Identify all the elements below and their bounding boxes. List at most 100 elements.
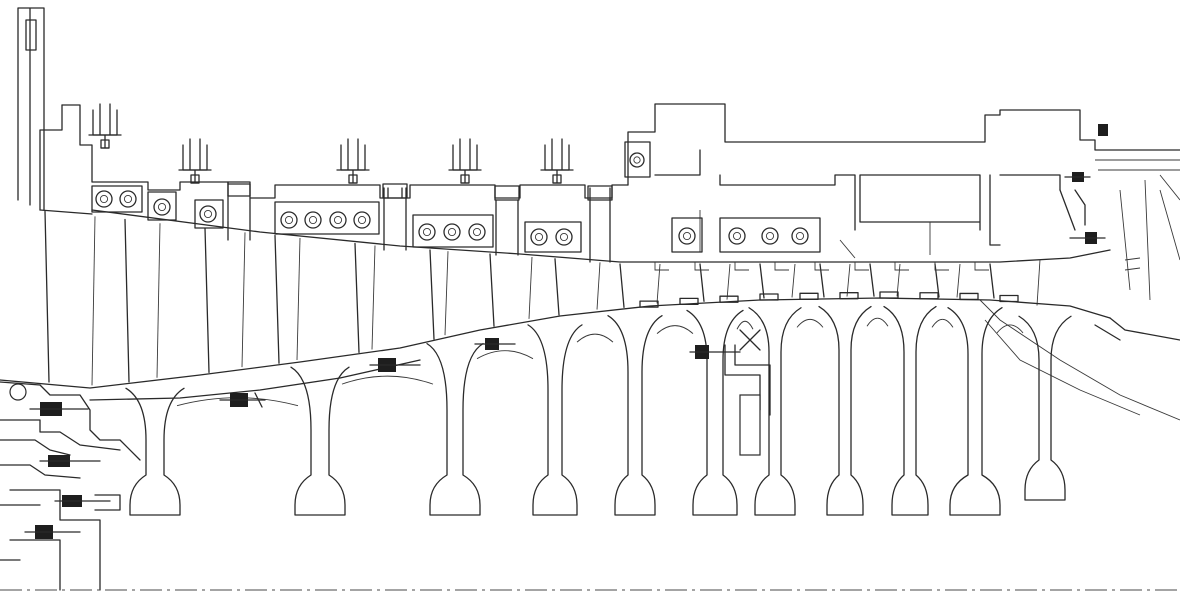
bolt-circle-13: [555, 228, 573, 246]
tip-seal-855: [854, 262, 869, 271]
bolt-group-7: [671, 217, 703, 253]
bolt-circle-4: [199, 205, 217, 223]
bolt-group-8: [719, 217, 821, 253]
tip-seal-775: [774, 262, 789, 271]
bolt-group-5: [412, 214, 494, 248]
flange-bolt-b: [369, 358, 421, 372]
rotor-hub: [0, 297, 1180, 421]
outlet-bolts: [1059, 124, 1180, 301]
bolt-circle-8: [353, 211, 371, 229]
blade-13: [489, 253, 495, 327]
disk-spacer-5: [656, 325, 694, 334]
blade-11: [429, 249, 435, 340]
disk-spacer-2: [341, 375, 434, 385]
blade-21: [759, 263, 765, 299]
rotor-disk-5: [607, 315, 663, 516]
bolt-circle-1: [95, 190, 113, 208]
bolt-circle-3: [153, 198, 171, 216]
tip-seal-735: [734, 262, 749, 271]
blade-2: [91, 216, 96, 386]
rotor-disk-3: [426, 342, 484, 516]
blade-16: [596, 262, 601, 310]
disk-spacer-9: [931, 318, 954, 328]
bolt-circle-14: [678, 227, 696, 245]
actuator-bracket-1: [88, 103, 122, 149]
blade-8: [296, 237, 301, 361]
tip-seal-895: [894, 262, 909, 271]
blade-12: [444, 251, 449, 336]
bolt-circle-10: [443, 223, 461, 241]
blade-6: [241, 232, 246, 368]
blade-rows: [44, 210, 1041, 386]
rotor-disk-4: [527, 324, 583, 516]
disk-spacer-6: [736, 320, 754, 330]
blade-24: [846, 263, 851, 297]
blade-18: [656, 263, 661, 304]
rotor-disk-9: [883, 305, 937, 516]
actuator-bracket-4: [448, 138, 482, 184]
flange-bolt-a: [219, 392, 266, 408]
rotor-disk-7: [748, 307, 802, 516]
bolt-circle-2: [119, 190, 137, 208]
actuator-bracket-3: [336, 138, 370, 184]
bolt-circle-18: [629, 152, 645, 168]
rotor-disks: [125, 305, 1072, 516]
rotor-disk-1: [125, 387, 185, 516]
blade-15: [554, 258, 560, 316]
actuator-bracket-2: [178, 138, 212, 184]
blade-25: [869, 263, 875, 297]
blade-10: [371, 245, 376, 350]
blade-4: [156, 223, 161, 378]
bolt-circle-7: [329, 211, 347, 229]
bolt-group-6: [524, 221, 582, 253]
disk-spacer-10: [996, 324, 1024, 334]
bolt-group-3: [194, 199, 224, 229]
stator-posts: [227, 181, 613, 263]
blade-7: [274, 234, 280, 364]
tip-seal-935: [934, 262, 949, 271]
bolt-circle-5: [280, 211, 298, 229]
bolt-circle-16: [761, 227, 779, 245]
vane-actuator-brackets: [88, 103, 574, 184]
blade-3: [124, 218, 130, 383]
blade-14: [528, 256, 533, 319]
blade-1: [44, 210, 50, 383]
bolt-circles: [95, 152, 809, 246]
blade-17: [619, 263, 625, 308]
actuator-bracket-5: [540, 138, 574, 184]
blade-23: [819, 263, 825, 298]
stator-bolt-groups: [91, 141, 821, 253]
bolt-circle-12: [530, 228, 548, 246]
blade-20: [726, 263, 731, 300]
bolt-circle-15: [728, 227, 746, 245]
disk-spacer-7: [796, 318, 824, 328]
rotor-disk-6: [686, 309, 744, 516]
disk-spacer-3: [476, 350, 534, 360]
bolt-group-9: [624, 141, 651, 178]
tip-seal-695: [694, 262, 709, 271]
blade-28: [956, 263, 961, 298]
hub-seal-640: [639, 300, 659, 308]
disk-flange-bolts: [219, 329, 771, 456]
blade-26: [896, 263, 901, 297]
tip-seal-975: [974, 262, 989, 271]
left-bearing-assembly: [0, 381, 141, 591]
bolt-group-4: [274, 201, 380, 235]
rotor-disk-10: [947, 307, 1003, 516]
hub-seal-680: [679, 297, 699, 306]
bolt-circle-17: [791, 227, 809, 245]
hub-seal-720: [719, 295, 739, 303]
blade-30: [1036, 259, 1041, 306]
blade-9: [354, 242, 360, 353]
blade-22: [791, 263, 796, 298]
hub-seal-920: [919, 292, 939, 300]
flange-bolt-d: [689, 345, 741, 359]
tip-seal-655: [654, 262, 669, 271]
rotor-disk-2: [290, 366, 350, 516]
blade-27: [934, 263, 940, 298]
outer-casing: [17, 7, 1180, 263]
bolt-circle-11: [468, 223, 486, 241]
tip-seal-815: [814, 262, 829, 271]
